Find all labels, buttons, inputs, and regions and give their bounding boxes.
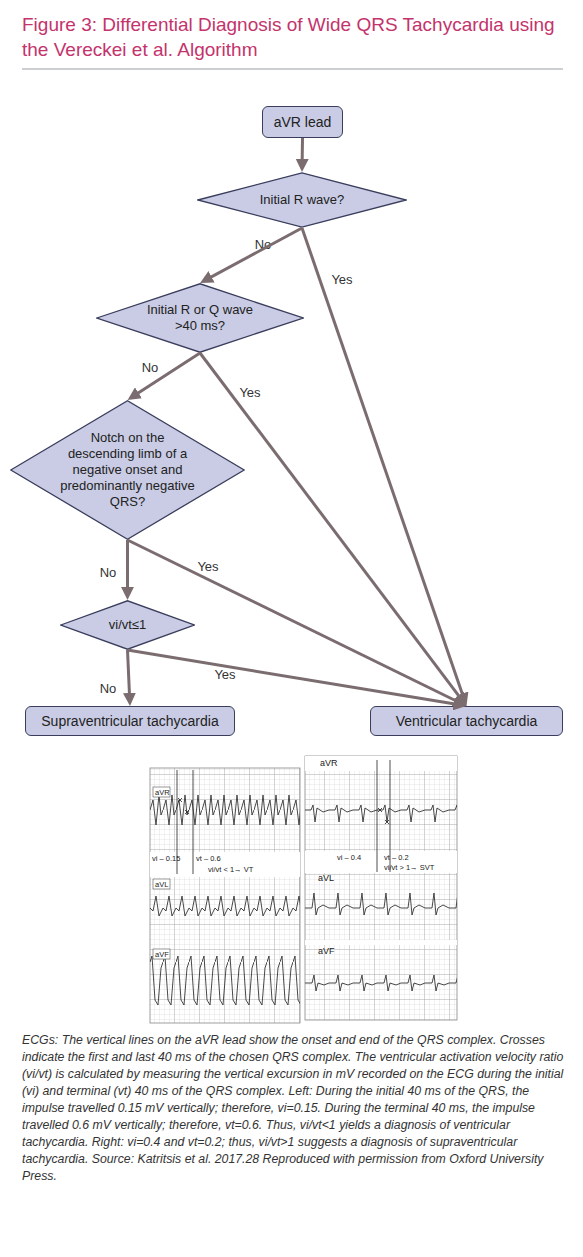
- node-text: aVR lead: [274, 114, 332, 130]
- diamond-shape: [61, 601, 194, 649]
- flow-arrow: [200, 353, 464, 703]
- edge-label: No: [255, 237, 272, 252]
- flow-arrow: [128, 650, 130, 702]
- process-box: Supraventricular tachycardia: [25, 706, 235, 736]
- ecg-annotation: aVF: [318, 947, 335, 956]
- decision-diamond: Initial R or Q wave >40 ms?: [96, 283, 304, 353]
- decision-diamond: vi/vt≤1: [60, 600, 195, 650]
- ecg-annotation: aVF: [155, 951, 169, 959]
- node-text: Notch on the descending limb of a negati…: [59, 430, 197, 510]
- process-box: Ventricular tachycardia: [370, 706, 563, 736]
- flow-arrow: [126, 540, 129, 596]
- node-text: vi/vt≤1: [88, 617, 168, 633]
- edge-label: Yes: [197, 559, 218, 574]
- ecg-annotation: vi/vt < 1→ VT: [208, 866, 253, 874]
- node-text: Initial R wave?: [227, 192, 377, 208]
- edge-label: No: [142, 360, 159, 375]
- ecg-annotation: vt – 0.6: [196, 855, 221, 863]
- ecg-annotation: aVL: [318, 874, 334, 883]
- ecg-left-panel: [150, 768, 300, 1023]
- ecg-annotation: vi – 0.15: [152, 855, 180, 863]
- edge-label: No: [100, 681, 117, 696]
- figure-caption: ECGs: The vertical lines on the aVR lead…: [22, 1032, 567, 1185]
- title-rule: [22, 69, 563, 70]
- figure-title: Figure 3: Differential Diagnosis of Wide…: [22, 12, 567, 62]
- ecg-right-panel: [305, 756, 457, 1020]
- flow-arrow: [128, 650, 463, 705]
- diamond-shape: [97, 284, 303, 352]
- node-text: Supraventricular tachycardia: [41, 713, 218, 729]
- edge-label: Yes: [331, 272, 352, 287]
- ecg-annotation: vi – 0.4: [337, 854, 361, 862]
- node-text: Ventricular tachycardia: [396, 713, 538, 729]
- flow-arrow: [128, 540, 463, 704]
- ecg-annotation: vt – 0.2: [384, 854, 409, 862]
- ecg-annotation: aVR: [320, 759, 338, 768]
- flow-arrow: [301, 138, 304, 168]
- edge-label: Yes: [239, 385, 260, 400]
- process-box: aVR lead: [262, 106, 343, 138]
- flow-arrow: [131, 353, 200, 398]
- node-text: Initial R or Q wave >40 ms?: [145, 302, 255, 334]
- diamond-shape: [198, 173, 406, 227]
- edge-label: No: [100, 565, 117, 580]
- flow-arrow: [204, 228, 302, 281]
- ecg-annotation: aVR: [155, 789, 170, 797]
- diamond-shape: [11, 401, 244, 539]
- flow-arrow: [302, 228, 465, 702]
- decision-diamond: Initial R wave?: [197, 172, 407, 228]
- edge-label: Yes: [214, 667, 235, 682]
- ecg-annotation: vi/vt > 1→ SVT: [384, 864, 434, 872]
- ecg-annotation: aVL: [155, 881, 168, 889]
- decision-diamond: Notch on the descending limb of a negati…: [10, 400, 245, 540]
